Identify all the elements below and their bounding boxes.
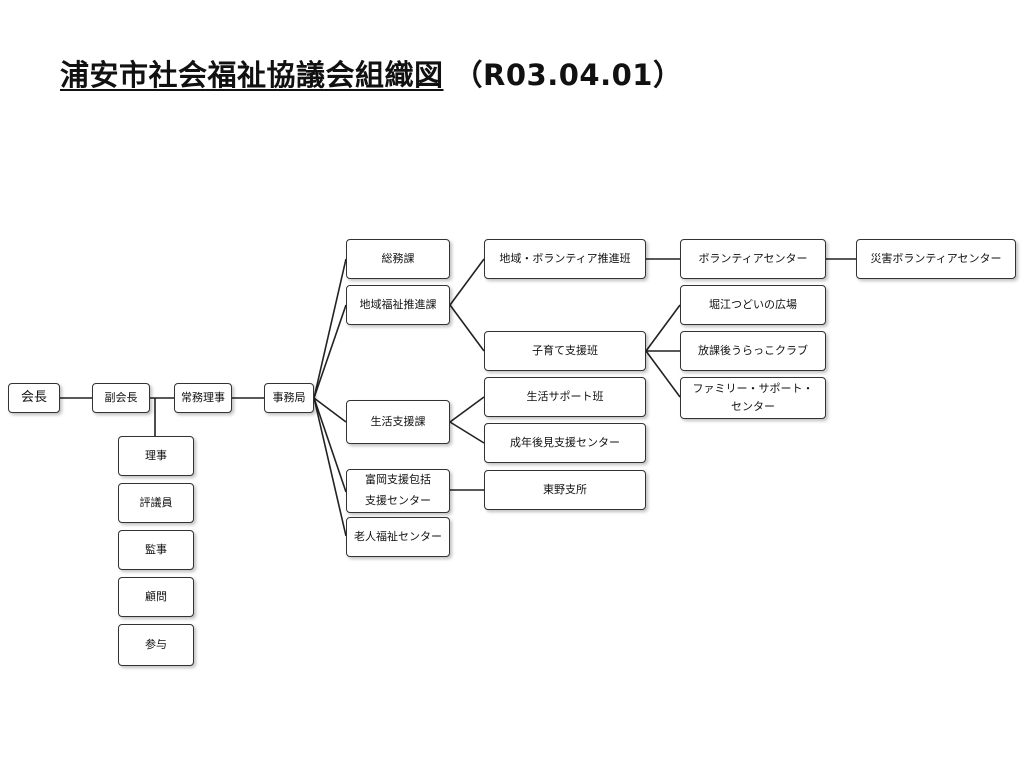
node-seikatsu-support-han: 生活サポート班 [484,377,646,417]
node-jimukyoku: 事務局 [264,383,314,413]
node-tomioka-shien: 富岡支援包括 支援センター [346,469,450,513]
node-hokago-club: 放課後うらっこクラブ [680,331,826,371]
node-seinen-koken-center: 成年後見支援センター [484,423,646,463]
node-riji: 理事 [118,436,194,476]
node-chiiki-fukushi-suishinka: 地域福祉推進課 [346,285,450,325]
node-jomu-riji: 常務理事 [174,383,232,413]
node-komon: 顧問 [118,577,194,617]
node-chiiki-volunteer-han: 地域・ボランティア推進班 [484,239,646,279]
node-kanji: 監事 [118,530,194,570]
node-sanyo: 参与 [118,624,194,666]
node-volunteer-center: ボランティアセンター [680,239,826,279]
node-seikatsu-shienka: 生活支援課 [346,400,450,444]
page-title: 浦安市社会福祉協議会組織図 （R03.04.01） [60,52,682,94]
title-date: （R03.04.01） [453,58,683,92]
node-saigai-volunteer-center: 災害ボランティアセンター [856,239,1016,279]
node-kosodate-shien-han: 子育て支援班 [484,331,646,371]
node-hyogiin: 評議員 [118,483,194,523]
node-higashino-shisho: 東野支所 [484,470,646,510]
node-somuka: 総務課 [346,239,450,279]
node-family-support-center: ファミリー・サポート・ センター [680,377,826,419]
node-rojin-fukushi-center: 老人福祉センター [346,517,450,557]
node-horie-hiroba: 堀江つどいの広場 [680,285,826,325]
node-fukukaicho: 副会長 [92,383,150,413]
node-kaicho: 会長 [8,383,60,413]
title-main: 浦安市社会福祉協議会組織図 [60,58,444,92]
